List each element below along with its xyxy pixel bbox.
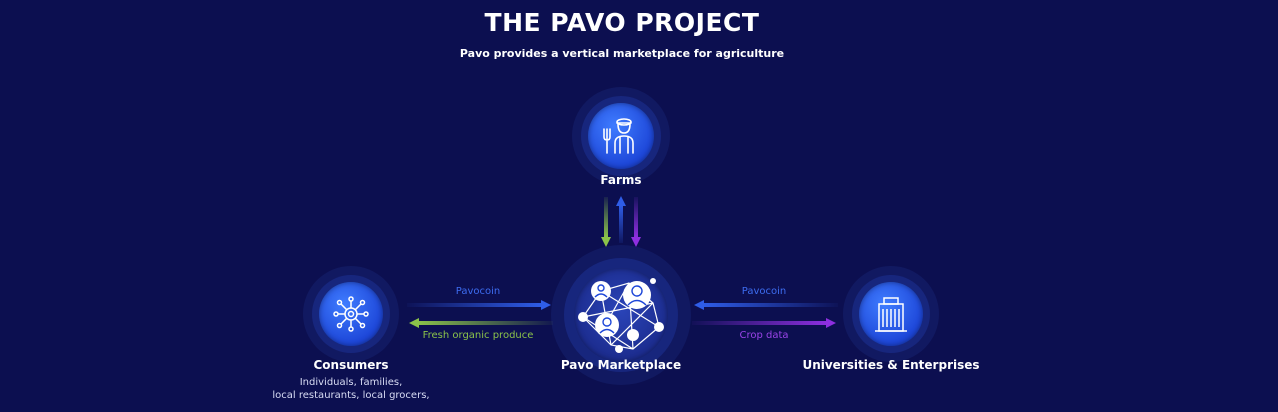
farms-down-green-arrow — [604, 197, 608, 237]
building-icon — [871, 294, 911, 334]
consumers-desc-line1: Individuals, families, — [299, 377, 403, 388]
page-title: THE PAVO PROJECT — [484, 8, 760, 37]
consumers-desc-line2: local restaurants, local grocers, — [272, 390, 430, 401]
farms-label: Farms — [600, 173, 642, 187]
farmer-icon — [598, 113, 644, 159]
network-icon — [573, 273, 669, 357]
farms-down-purple-arrow — [634, 197, 638, 237]
consumers-flow-top-label: Pavocoin — [455, 286, 501, 297]
universities-flow-top-label: Pavocoin — [741, 286, 787, 297]
marketplace-label: Pavo Marketplace — [560, 358, 682, 372]
consumers-label: Consumers — [313, 358, 389, 372]
universities-flow-bottom-label: Crop data — [739, 330, 789, 341]
universities-node[interactable] — [843, 266, 939, 362]
marketplace-node[interactable] — [551, 245, 691, 385]
consumers-flow-bottom-label: Fresh organic produce — [422, 330, 534, 341]
farms-up-blue-arrow — [619, 205, 623, 243]
universities-label: Universities & Enterprises — [802, 358, 980, 372]
hub-icon — [331, 294, 371, 334]
consumers-node[interactable] — [303, 266, 399, 362]
universities-arrows — [692, 300, 838, 328]
page-subtitle: Pavo provides a vertical marketplace for… — [459, 47, 785, 60]
consumers-arrows — [407, 300, 553, 328]
farms-node[interactable] — [572, 87, 670, 185]
farms-arrows — [601, 196, 641, 247]
